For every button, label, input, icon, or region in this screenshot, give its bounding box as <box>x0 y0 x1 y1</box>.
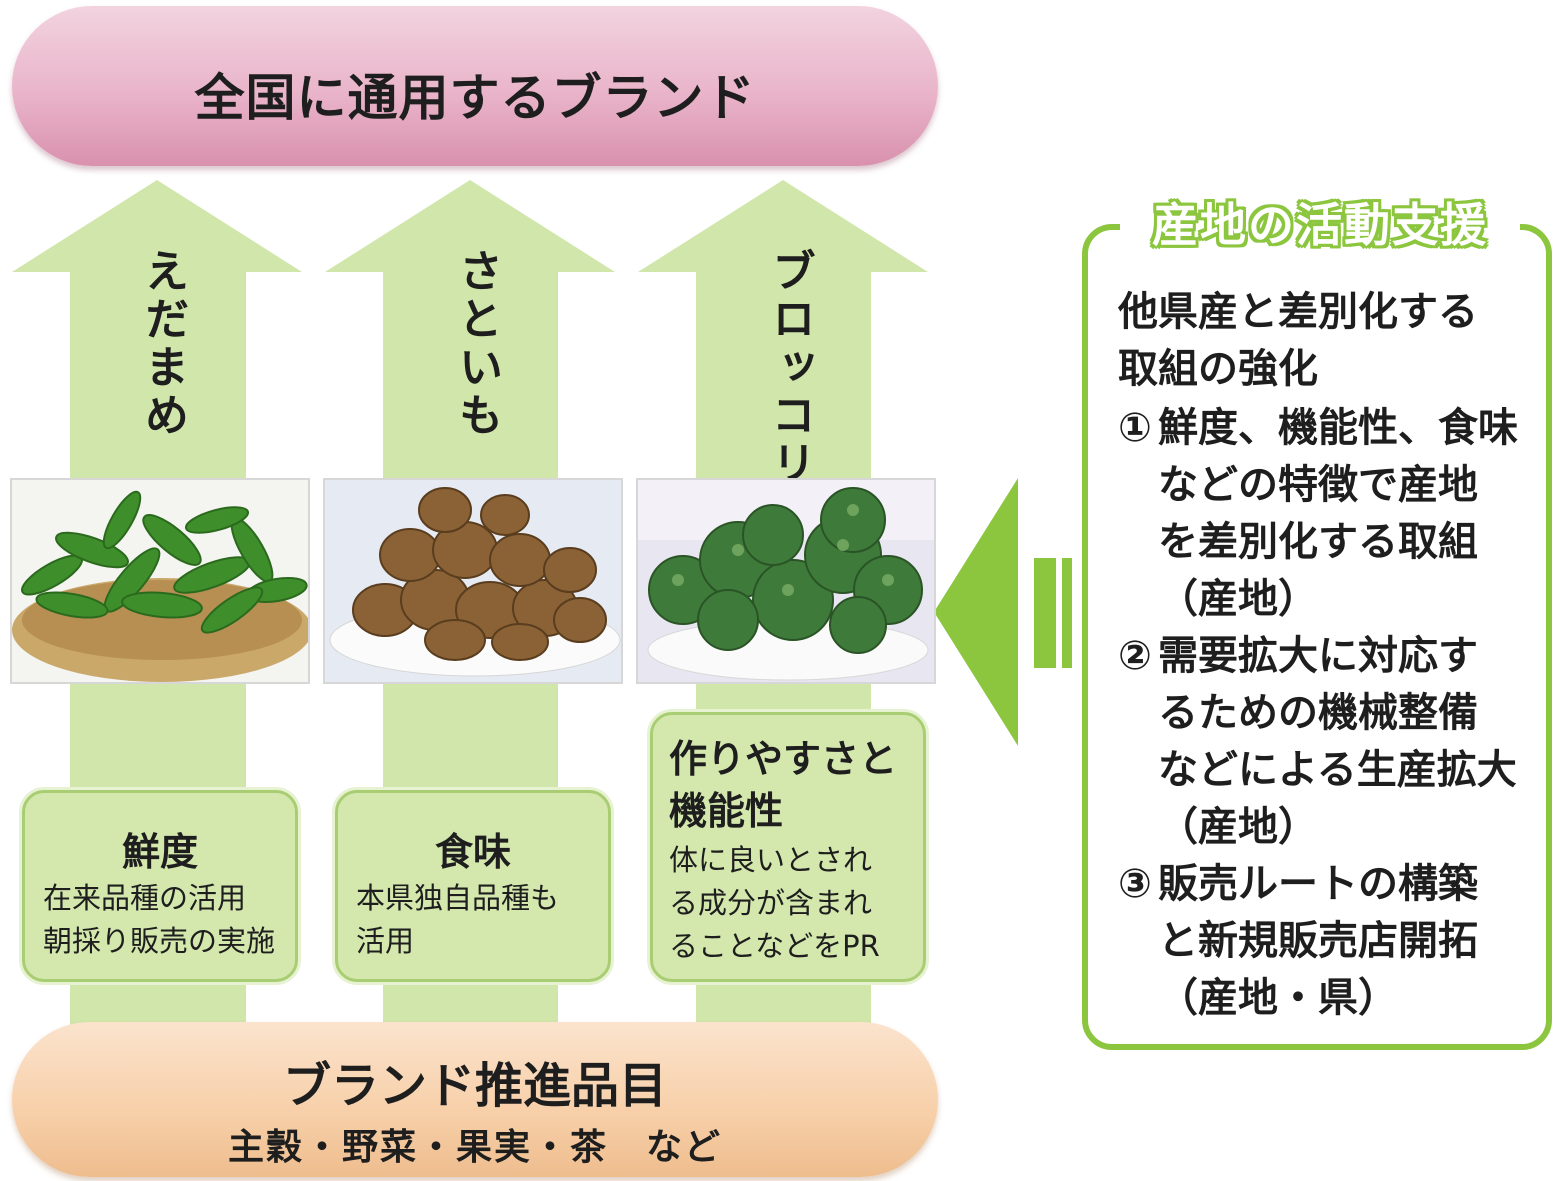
support-item-line: 鮮度、機能性、食味 <box>1158 405 1518 451</box>
label-edamame: えだまめ <box>137 248 188 440</box>
support-item-who: （産地） <box>1158 576 1318 622</box>
feature-box-satoimo: 食味 本県独自品種も 活用 <box>335 790 611 982</box>
top-banner: 全国に通用するブランド <box>12 6 938 166</box>
left-arrow-bar-1 <box>1034 558 1056 668</box>
bottom-banner-subtitle: 主穀・野菜・果実・茶 など <box>227 1127 722 1168</box>
feature-line: 本県独自品種も <box>356 881 560 915</box>
support-item-who: （産地・県） <box>1158 975 1398 1021</box>
feature-title-line: 作りやすさと <box>669 737 898 781</box>
feature-desc-satoimo: 本県独自品種も 活用 <box>356 877 559 963</box>
support-item-number: ③ <box>1118 861 1152 907</box>
edamame-photo <box>10 478 310 684</box>
support-panel <box>1082 224 1552 1050</box>
bottom-banner: ブランド推進品目 主穀・野菜・果実・茶 など <box>12 1022 938 1177</box>
support-intro: 他県産と差別化する 取組の強化 <box>1118 284 1538 398</box>
top-banner-text: 全国に通用するブランド <box>194 69 756 127</box>
support-item-number: ① <box>1118 405 1152 451</box>
support-item-line: などによる生産拡大 <box>1158 747 1517 793</box>
feature-line: 活用 <box>356 924 415 958</box>
left-arrow-bar-2 <box>1062 558 1072 668</box>
label-satoimo: さといも <box>451 248 502 440</box>
bottom-banner-title: ブランド推進品目 <box>282 1058 667 1114</box>
support-item-2: ② 需要拡大に対応す るための機械整備 などによる生産拡大 （産地） <box>1118 628 1538 856</box>
left-arrow <box>934 478 1018 746</box>
feature-line: ることなどをPR <box>669 929 880 963</box>
support-item-1: ① 鮮度、機能性、食味 などの特徴で産地 を差別化する取組 （産地） <box>1118 400 1538 628</box>
broccoli-photo <box>636 478 936 684</box>
support-item-line: を差別化する取組 <box>1158 519 1478 565</box>
support-item-line: と新規販売店開拓 <box>1158 918 1478 964</box>
feature-title-broccoli: 作りやすさと 機能性 <box>669 733 897 837</box>
feature-line: 在来品種の活用 <box>43 881 247 915</box>
support-item-who: （産地） <box>1158 804 1318 850</box>
feature-desc-broccoli: 体に良いとされ る成分が含まれ ることなどをPR <box>669 839 880 968</box>
feature-title-line: 機能性 <box>669 789 784 833</box>
feature-line: 朝採り販売の実施 <box>43 924 276 958</box>
support-item-line: 販売ルートの構築 <box>1158 861 1478 907</box>
support-title: 産地の活動支援 <box>1120 192 1520 258</box>
feature-title-satoimo: 食味 <box>434 830 511 874</box>
support-item-number: ② <box>1118 633 1152 679</box>
satoimo-photo <box>323 478 623 684</box>
support-item-line: 需要拡大に対応す <box>1158 633 1478 679</box>
feature-box-broccoli: 作りやすさと 機能性 体に良いとされ る成分が含まれ ることなどをPR <box>650 712 926 982</box>
support-item-3: ③ 販売ルートの構築 と新規販売店開拓 （産地・県） <box>1118 856 1538 1027</box>
feature-desc-edamame: 在来品種の活用 朝採り販売の実施 <box>43 877 275 963</box>
feature-line: 体に良いとされ <box>669 843 873 877</box>
support-item-line: などの特徴で産地 <box>1158 462 1478 508</box>
feature-box-edamame: 鮮度 在来品種の活用 朝採り販売の実施 <box>22 790 298 982</box>
feature-title-edamame: 鮮度 <box>121 830 198 874</box>
feature-line: る成分が含まれ <box>669 886 873 920</box>
support-intro-line: 取組の強化 <box>1118 346 1318 392</box>
support-item-line: るための機械整備 <box>1158 690 1478 736</box>
support-intro-line: 他県産と差別化する <box>1118 289 1478 335</box>
